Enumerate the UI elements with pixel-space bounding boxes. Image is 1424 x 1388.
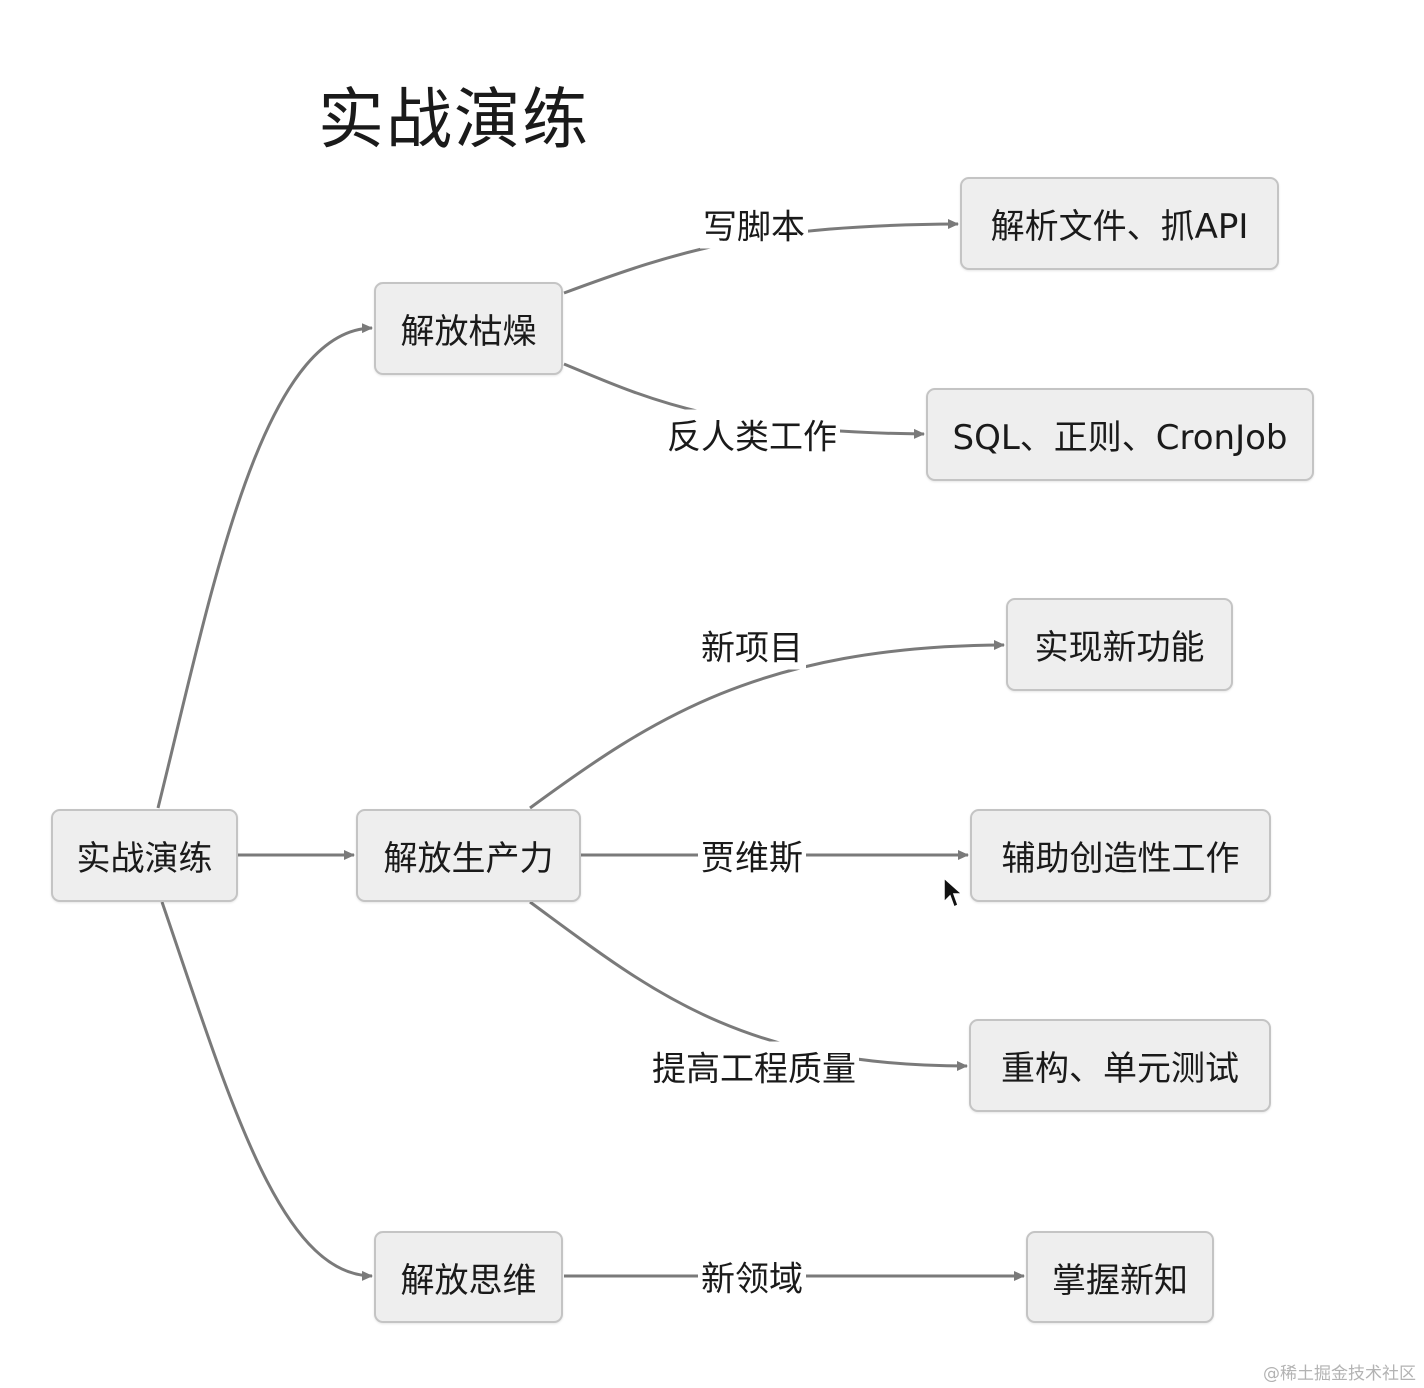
edge-label-newproject: 新项目 [698, 620, 806, 670]
edge-label-newdomain: 新领域 [698, 1251, 806, 1301]
page-title: 实战演练 [318, 81, 590, 158]
node-sql[interactable]: SQL、正则、CronJob [926, 388, 1314, 481]
node-productivity[interactable]: 解放生产力 [356, 809, 581, 902]
edge-root-to-thinking [160, 901, 373, 1281]
mouse-cursor-icon [943, 876, 964, 909]
edge-label-jarvis: 贾维斯 [698, 830, 806, 880]
node-knowledge[interactable]: 掌握新知 [1026, 1231, 1214, 1323]
edge-label-quality: 提高工程质量 [649, 1041, 859, 1091]
watermark: @稀土掘金技术社区 [1263, 1364, 1416, 1384]
edge-label-antihuman: 反人类工作 [664, 409, 840, 459]
edge-productivity-to-refactor [529, 900, 968, 1071]
edge-productivity-to-feature [529, 640, 1005, 810]
node-root[interactable]: 实战演练 [51, 809, 238, 902]
edge-label-script: 写脚本 [700, 199, 808, 249]
node-refactor[interactable]: 重构、单元测试 [969, 1019, 1271, 1112]
node-feature[interactable]: 实现新功能 [1006, 598, 1233, 691]
node-boring[interactable]: 解放枯燥 [374, 282, 563, 375]
node-parse[interactable]: 解析文件、抓API [960, 177, 1279, 270]
node-thinking[interactable]: 解放思维 [374, 1231, 563, 1323]
node-creative[interactable]: 辅助创造性工作 [970, 809, 1271, 902]
edge-root-to-boring [156, 323, 373, 809]
